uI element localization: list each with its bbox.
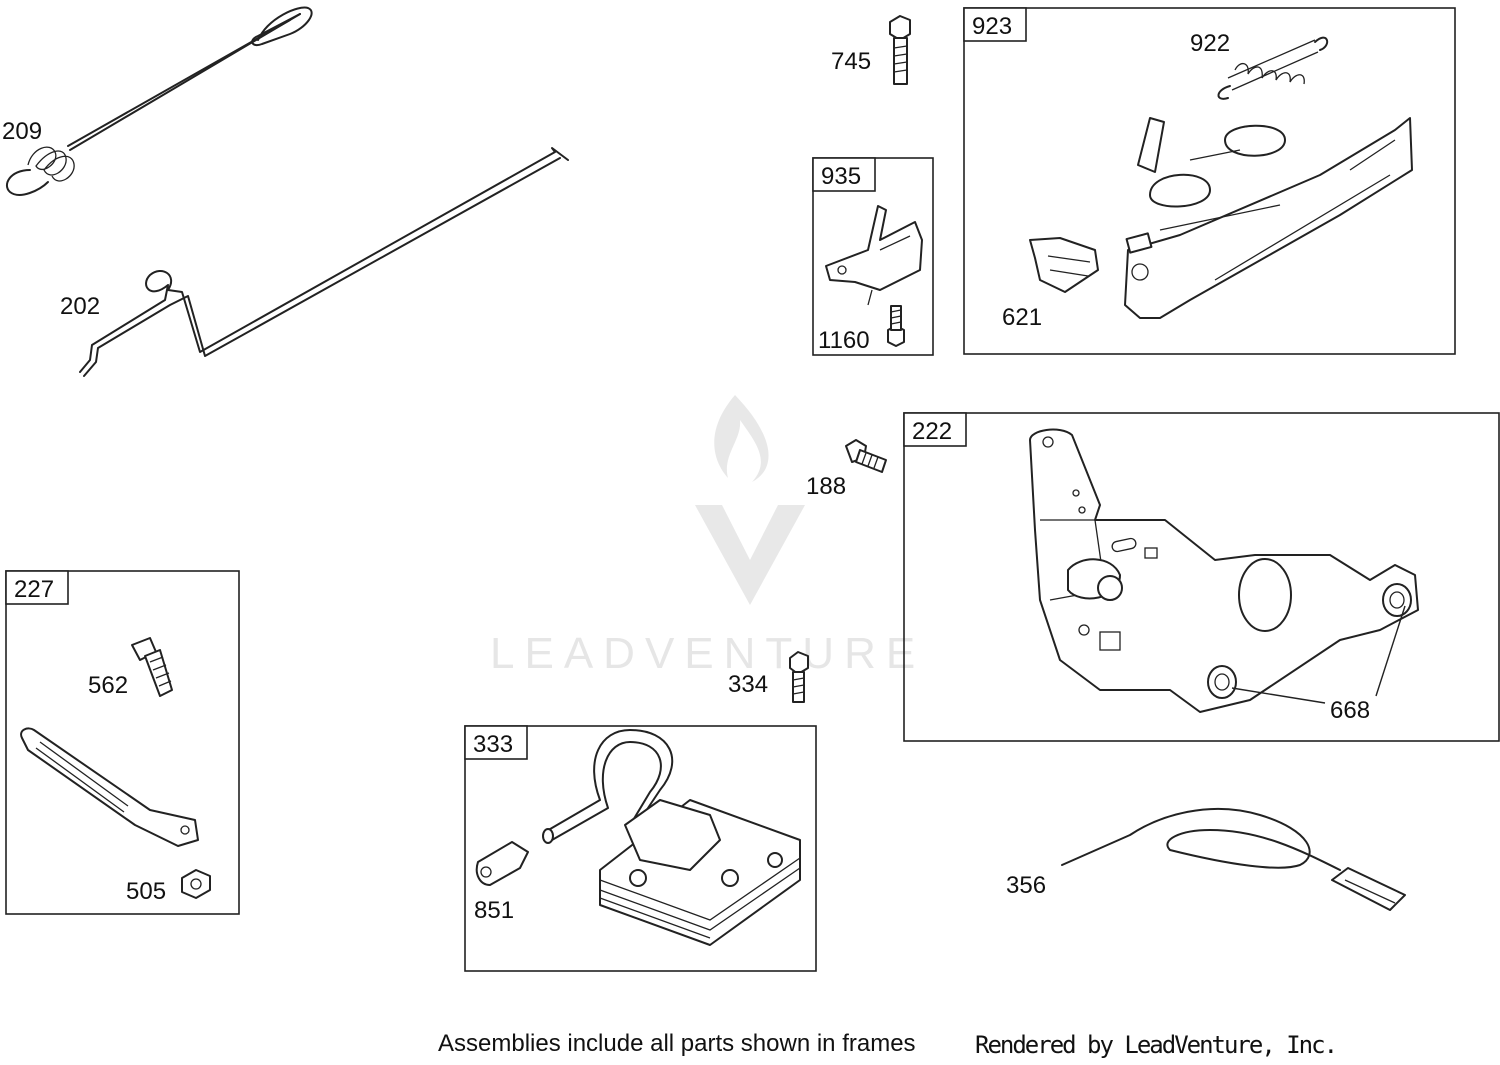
lever-arm [20, 727, 199, 847]
callout-209: 209 [2, 118, 42, 145]
frame-label-935: 935 [821, 163, 861, 190]
callout-188: 188 [806, 473, 846, 500]
terminal-851 [475, 841, 529, 886]
leader-668-b [1375, 605, 1406, 697]
frame-label-227: 227 [14, 576, 54, 603]
callout-922: 922 [1190, 30, 1230, 57]
callout-745: 745 [831, 48, 871, 75]
screw-188 [845, 439, 887, 473]
speed-control-bracket [1029, 428, 1419, 713]
callout-356: 356 [1006, 872, 1046, 899]
frame-333: 333 [464, 725, 817, 972]
frame-label-222: 222 [912, 418, 952, 445]
callout-1160: 1160 [818, 327, 870, 354]
frame-935: 935 [812, 157, 934, 356]
footer-credit: Rendered by LeadVenture, Inc. [975, 1031, 1338, 1059]
bolt-562 [131, 637, 173, 697]
frame-label-923: 923 [972, 13, 1012, 40]
spring-rod-209 [5, 6, 313, 196]
frame-227: 227 [5, 570, 240, 915]
callout-562: 562 [88, 672, 128, 699]
ground-wire-356 [1061, 807, 1406, 911]
spring-922 [1217, 36, 1329, 100]
wire-link-202 [79, 147, 569, 377]
frame-222: 222 [903, 412, 1500, 742]
nut-505 [181, 869, 211, 899]
screw-1160 [887, 305, 905, 347]
clip-621 [1029, 237, 1099, 293]
callout-334: 334 [728, 671, 768, 698]
spark-plug-wire [542, 729, 674, 844]
bolt-745 [889, 15, 911, 85]
callout-851: 851 [474, 897, 514, 924]
bolt-334 [789, 651, 809, 703]
leader-668-a [1231, 687, 1326, 704]
armature-coil [599, 799, 801, 946]
callout-202: 202 [60, 293, 100, 320]
frame-923: 923 [963, 7, 1456, 355]
control-bracket [825, 205, 923, 306]
frame-label-333: 333 [473, 731, 513, 758]
leadventure-watermark: LEADVENTURE [490, 395, 925, 678]
control-plate [1124, 117, 1413, 319]
callout-505: 505 [126, 878, 166, 905]
footer-note: Assemblies include all parts shown in fr… [438, 1030, 916, 1057]
callout-668: 668 [1330, 697, 1370, 724]
watermark-text: LEADVENTURE [490, 629, 925, 678]
callout-621: 621 [1002, 304, 1042, 331]
